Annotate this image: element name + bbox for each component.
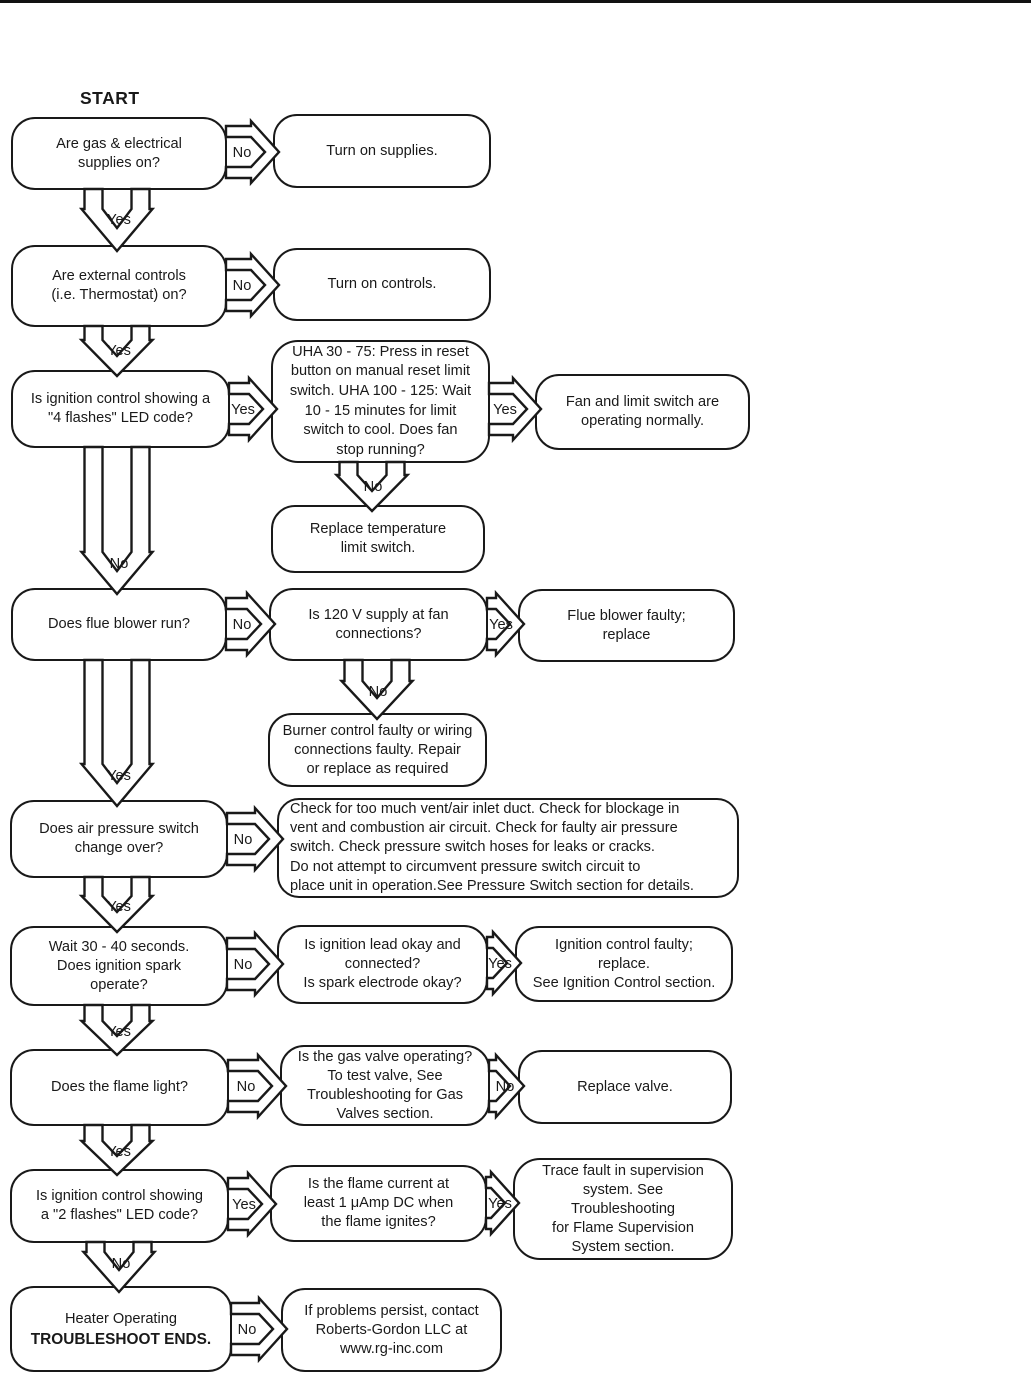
node-fan-limit-normal: Fan and limit switch are operating norma… bbox=[535, 374, 750, 450]
node-ignition-spark-question: Wait 30 - 40 seconds. Does ignition spar… bbox=[10, 926, 228, 1006]
label-gas-valve-no: No bbox=[496, 1079, 515, 1095]
arrow-heater-no bbox=[229, 1294, 289, 1364]
label-pressure-yes: Yes bbox=[107, 899, 131, 915]
label-flame-yes: Yes bbox=[107, 1144, 131, 1160]
node-gas-valve-question: Is the gas valve operating? To test valv… bbox=[280, 1045, 490, 1126]
arrow-controls-yes bbox=[78, 324, 156, 378]
label-supply120-no: No bbox=[369, 684, 388, 700]
node-replace-limit-switch: Replace temperature limit switch. bbox=[271, 505, 485, 573]
arrow-spark-no bbox=[225, 929, 285, 999]
label-flame-current-yes: Yes bbox=[488, 1196, 512, 1212]
arrow-controls-no bbox=[224, 250, 281, 320]
label-fan-stops-yes: Yes bbox=[493, 402, 517, 418]
node-ignition-control-faulty: Ignition control faulty; replace. See Ig… bbox=[515, 926, 733, 1002]
node-contact-roberts-gordon: If problems persist, contact Roberts-Gor… bbox=[281, 1288, 502, 1372]
label-flue-no: No bbox=[233, 617, 252, 633]
arrow-two-flashes-no bbox=[80, 1240, 158, 1294]
node-turn-on-controls: Turn on controls. bbox=[273, 248, 491, 321]
arrow-supply120-no bbox=[338, 658, 416, 721]
label-flame-no: No bbox=[237, 1079, 256, 1095]
node-turn-on-supplies: Turn on supplies. bbox=[273, 114, 491, 188]
label-four-flashes-no: No bbox=[110, 556, 129, 572]
node-pressure-switch-checks: Check for too much vent/air inlet duct. … bbox=[277, 798, 739, 898]
node-flame-current-question: Is the flame current at least 1 μAmp DC … bbox=[270, 1165, 487, 1242]
arrow-supplies-no bbox=[224, 117, 281, 187]
flowchart-start-label: START bbox=[80, 88, 140, 108]
arrow-fan-stops-yes bbox=[487, 374, 543, 444]
arrow-two-flashes-yes bbox=[226, 1169, 278, 1239]
label-two-flashes-no: No bbox=[112, 1256, 131, 1272]
arrow-flame-yes bbox=[78, 1123, 156, 1177]
label-supply120-yes: Yes bbox=[489, 617, 513, 633]
label-pressure-no: No bbox=[234, 832, 253, 848]
arrow-four-flashes-yes bbox=[227, 374, 279, 444]
node-replace-valve: Replace valve. bbox=[518, 1050, 732, 1124]
label-heater-no: No bbox=[238, 1322, 257, 1338]
node-reset-limit-switch-question: UHA 30 - 75: Press in reset button on ma… bbox=[271, 340, 490, 463]
node-burner-control-faulty: Burner control faulty or wiring connecti… bbox=[268, 713, 487, 787]
node-flue-blower-faulty: Flue blower faulty; replace bbox=[518, 589, 735, 662]
label-spark-yes: Yes bbox=[107, 1024, 131, 1040]
arrow-pressure-no bbox=[225, 804, 285, 874]
troubleshoot-ends-line: TROUBLESHOOT ENDS. bbox=[30, 1330, 212, 1348]
node-two-flashes-question: Is ignition control showing a "2 flashes… bbox=[10, 1169, 229, 1243]
arrow-pressure-yes bbox=[78, 875, 156, 934]
node-gas-electric-supplies-question: Are gas & electrical supplies on? bbox=[11, 117, 227, 190]
node-four-flashes-question: Is ignition control showing a "4 flashes… bbox=[11, 370, 230, 448]
node-air-pressure-question: Does air pressure switch change over? bbox=[10, 800, 228, 878]
heater-operating-line: Heater Operating bbox=[65, 1310, 177, 1327]
node-ignition-lead-question: Is ignition lead okay and connected? Is … bbox=[277, 925, 488, 1004]
node-120v-supply-question: Is 120 V supply at fan connections? bbox=[269, 588, 488, 661]
arrow-fan-stops-no bbox=[333, 460, 411, 513]
arrow-four-flashes-no bbox=[78, 445, 156, 596]
node-flue-blower-question: Does flue blower run? bbox=[11, 588, 227, 661]
label-controls-yes: Yes bbox=[107, 343, 131, 359]
label-lead-yes: Yes bbox=[488, 956, 512, 972]
arrow-flame-no bbox=[226, 1051, 288, 1121]
label-controls-no: No bbox=[233, 278, 252, 294]
label-spark-no: No bbox=[234, 957, 253, 973]
arrow-supplies-yes bbox=[78, 187, 156, 253]
label-two-flashes-yes: Yes bbox=[232, 1197, 256, 1213]
page-top-rule bbox=[0, 0, 1031, 3]
node-external-controls-question: Are external controls (i.e. Thermostat) … bbox=[11, 245, 227, 327]
label-supplies-no: No bbox=[233, 145, 252, 161]
node-supervision-fault: Trace fault in supervision system. See T… bbox=[513, 1158, 733, 1260]
arrow-flue-no bbox=[224, 589, 277, 659]
arrow-flue-yes bbox=[78, 658, 156, 808]
label-supplies-yes: Yes bbox=[107, 212, 131, 228]
node-heater-operating-end: Heater Operating TROUBLESHOOT ENDS. bbox=[10, 1286, 232, 1372]
node-flame-light-question: Does the flame light? bbox=[10, 1049, 229, 1126]
label-four-flashes-yes: Yes bbox=[231, 402, 255, 418]
label-flue-yes: Yes bbox=[107, 768, 131, 784]
label-fan-stops-no: No bbox=[364, 479, 383, 495]
arrow-spark-yes bbox=[78, 1003, 156, 1057]
